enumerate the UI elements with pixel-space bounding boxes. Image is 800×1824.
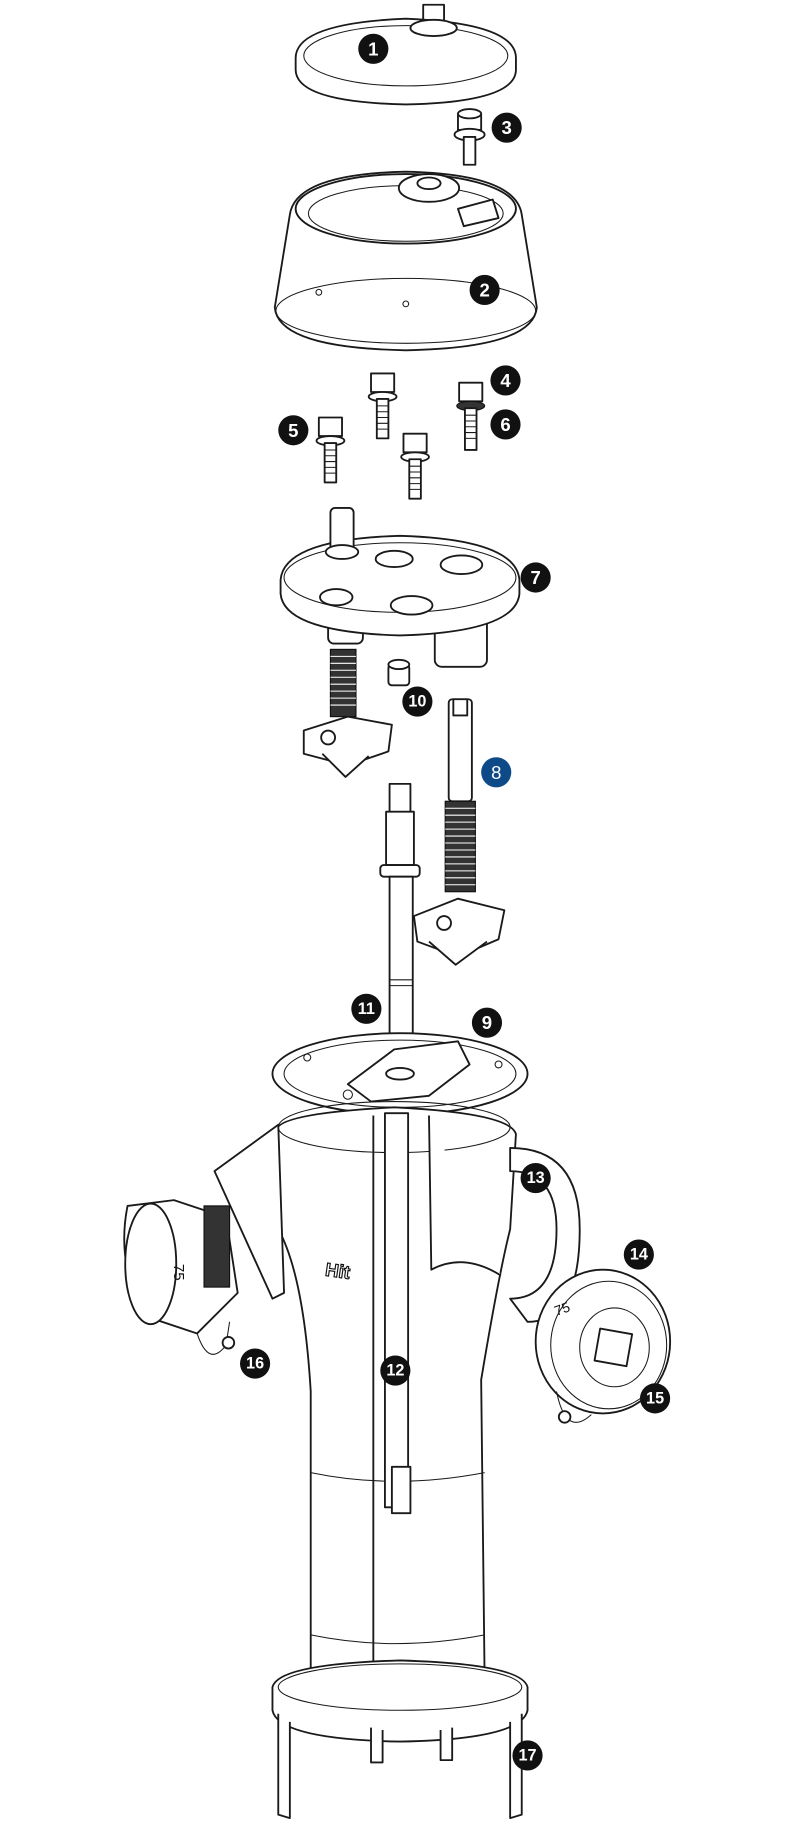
callout-label: 7: [530, 567, 540, 588]
callout-label: 1: [368, 38, 378, 59]
part-bolts: [315, 372, 486, 500]
part-left-cap: 75: [123, 1199, 239, 1355]
callout-13[interactable]: 13: [520, 1163, 551, 1194]
callout-5[interactable]: 5: [278, 415, 309, 446]
callout-10[interactable]: 10: [402, 686, 433, 717]
callout-label: 5: [288, 420, 298, 441]
part-right-cap: 75: [534, 1268, 672, 1424]
bolt: [315, 416, 346, 484]
callout-label: 3: [502, 117, 512, 138]
left-cap-marking: 75: [170, 1264, 187, 1281]
callout-label: 13: [527, 1169, 545, 1187]
part-bolt-3: [453, 108, 486, 166]
callout-label: 15: [646, 1389, 664, 1407]
callout-2[interactable]: 2: [469, 274, 500, 306]
callout-8[interactable]: 8: [481, 757, 512, 788]
callout-4[interactable]: 4: [490, 365, 521, 396]
callout-label: 16: [246, 1355, 264, 1373]
bolt: [367, 372, 398, 440]
callout-label: 2: [479, 279, 489, 300]
part-spring-stem-left: [302, 648, 393, 778]
callout-3[interactable]: 3: [491, 112, 522, 143]
bolt: [400, 432, 430, 500]
callout-label: 17: [519, 1746, 537, 1764]
callout-16[interactable]: 16: [240, 1348, 271, 1379]
part-flange: [279, 507, 521, 668]
callout-15[interactable]: 15: [640, 1383, 671, 1414]
callout-6[interactable]: 6: [490, 409, 521, 440]
part-lower-rod: [384, 1112, 412, 1515]
part-bonnet: [273, 170, 538, 352]
callout-label: 14: [630, 1246, 648, 1264]
part-plate: [271, 1032, 529, 1116]
callout-label: 11: [358, 1000, 375, 1018]
callout-9[interactable]: 9: [471, 1007, 503, 1038]
callout-label: 9: [482, 1012, 492, 1033]
body-logo: Hit: [324, 1259, 351, 1283]
callout-17[interactable]: 17: [512, 1740, 543, 1771]
part-top-cap: [294, 3, 517, 106]
part-nut-10: [387, 658, 411, 687]
callout-label: 12: [386, 1362, 404, 1380]
callout-12[interactable]: 12: [380, 1355, 411, 1386]
callout-7[interactable]: 7: [520, 562, 551, 593]
right-cap-marking: 75: [552, 1298, 572, 1318]
callout-14[interactable]: 14: [623, 1239, 654, 1270]
callout-1[interactable]: 1: [358, 33, 389, 64]
callout-label: 4: [500, 370, 511, 391]
callouts: 1 2 3 4 5 6 7 8 9 10 11 12 13 14 15 16 1…: [240, 33, 671, 1771]
callout-label: 10: [408, 693, 426, 711]
callout-11[interactable]: 11: [351, 993, 382, 1024]
part-main-stem: [412, 698, 506, 966]
callout-label: 6: [500, 414, 510, 435]
callout-label: 8: [491, 762, 501, 783]
bolt: [456, 381, 486, 451]
